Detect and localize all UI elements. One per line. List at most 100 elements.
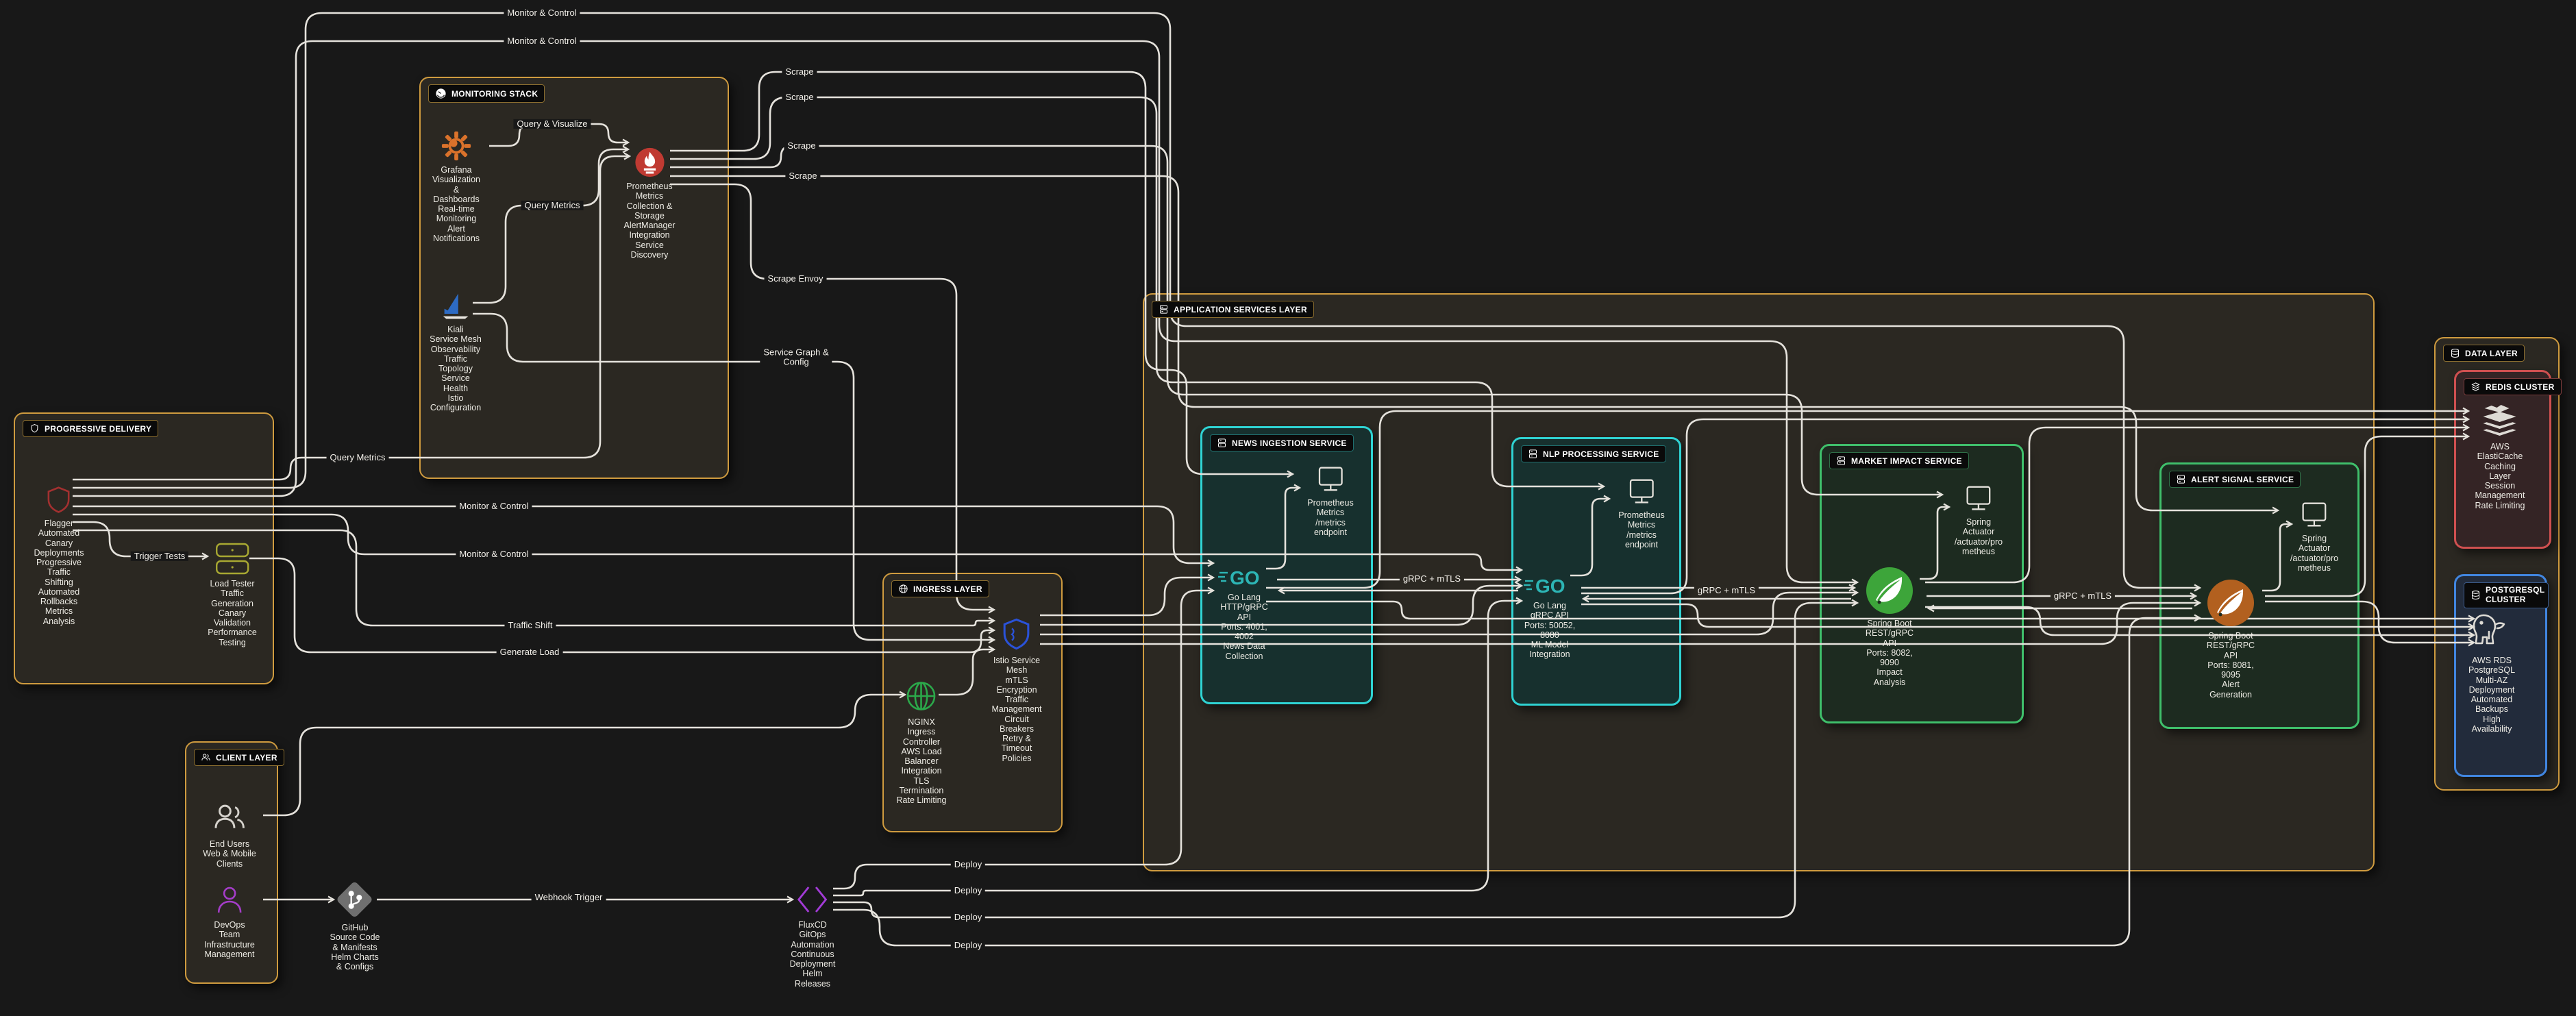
postgresql-cluster-chip: POSTGRESQL CLUSTER [2464,582,2549,608]
node-label: Prometheus Metrics Collection & Storage … [623,182,676,260]
news-ingestion-chip: NEWS INGESTION SERVICE [1210,434,1354,451]
node-end-users: End Users Web & Mobile Clients [203,799,256,869]
node-nlp-metrics: Prometheus Metrics /metrics endpoint [1618,475,1665,549]
redis-stack-icon [2484,405,2516,436]
globe-icon [899,584,908,593]
data-layer-chip: DATA LAYER [2443,345,2525,362]
node-market-metrics: Spring Actuator /actuator/pro metheus [1955,482,2003,556]
go-logo-icon: GO [1218,567,1260,588]
monitor-icon [2302,502,2327,527]
node-nlp-go: GO Go Lang gRPC API Ports: 50052, 8080 M… [1524,573,1576,660]
nlp-processing-chip: NLP PROCESSING SERVICE [1521,445,1666,462]
edge-connector [73,12,2202,592]
edge-connector [670,145,1944,499]
node-label: Go Lang HTTP/gRPC API Ports: 4001, 4002 … [1220,593,1268,661]
edge-label: gRPC + mTLS [1694,585,1759,596]
edge-label: Deploy [950,940,986,951]
edge-connector [1925,606,2476,639]
edge-connector [73,505,1215,567]
edge-connector [1266,600,2476,623]
gauge-icon [435,88,447,99]
node-github: GitHub Source Code & Manifests Helm Char… [330,880,380,971]
edge-label: gRPC + mTLS [1399,573,1465,584]
grafana-icon [441,131,471,161]
edge-label: Deploy [950,885,986,896]
node-devops: DevOps Team Infrastructure Management [204,884,255,959]
group-title: MONITORING STACK [451,88,538,99]
server-icon [1529,449,1537,458]
edge-connector [1040,573,1215,617]
group-news-ingestion-service: NEWS INGESTION SERVICE [1200,426,1373,704]
group-title: INGRESS LAYER [913,584,982,594]
alert-signal-chip: ALERT SIGNAL SERVICE [2169,471,2301,488]
edge-connector [939,645,996,696]
edge-connector [1266,484,1302,570]
server-icon [2177,475,2185,484]
group-postgresql-cluster: POSTGRESQL CLUSTER [2454,574,2549,777]
edge-label: Deploy [950,859,986,870]
istio-shield-icon [1004,618,1030,650]
edge-connector [1570,495,1611,577]
node-news-metrics: Prometheus Metrics /metrics endpoint [1307,463,1354,537]
group-redis-cluster: REDIS CLUSTER [2454,370,2562,549]
edge-label: Monitor & Control [456,549,532,560]
node-label: Prometheus Metrics /metrics endpoint [1618,510,1665,549]
load-tester-icon [215,543,249,575]
node-label: AWS ElastiCache Caching Layer Session Ma… [2475,442,2525,510]
edge-connector [1925,423,2470,584]
node-label: Load Tester Traffic Generation Canary Va… [208,579,257,647]
node-label: Grafana Visualization & Dashboards Real-… [432,165,480,243]
spring-boot-icon [2207,580,2254,626]
edge-connector [73,513,1524,574]
edge-label: gRPC + mTLS [2050,591,2116,602]
devops-person-icon [217,887,242,913]
edge-connector [473,312,996,644]
edge-connector [670,175,2280,515]
github-icon [338,882,372,917]
edge-connector [473,145,630,304]
edge-label: Query Metrics [521,200,584,211]
edge-label: Generate Load [496,647,563,658]
edge-label: Scrape Envoy [764,273,827,284]
edge-label: Query Metrics [326,452,389,463]
node-alert-spring: Spring Boot REST/gRPC API Ports: 8081, 9… [2206,578,2255,699]
edge-connector [670,183,996,614]
node-label: Kiali Service Mesh Observability Traffic… [430,325,482,412]
edge-label: Deploy [950,912,986,923]
edge-label: Webhook Trigger [531,892,606,903]
server-icon [1837,456,1845,465]
node-postgres: AWS RDS PostgreSQL Multi-AZ Deployment A… [2468,611,2515,734]
market-impact-chip: MARKET IMPACT SERVICE [1829,452,1969,469]
database-icon [2472,591,2479,600]
node-label: Flagger Automated Canary Deployments Pro… [34,519,84,626]
edge-label: Scrape [782,66,817,77]
group-title: CLIENT LAYER [216,752,277,763]
edge-connector [2262,520,2294,592]
go-logo-icon: GO [1524,575,1565,597]
server-icon [1160,305,1167,314]
spring-boot-icon [1866,567,1913,614]
node-flagger: Flagger Automated Canary Deployments Pro… [34,485,84,626]
end-users-icon [214,804,245,828]
node-label: Spring Actuator /actuator/pro metheus [2290,534,2339,573]
node-prometheus: Prometheus Metrics Collection & Storage … [623,147,676,260]
monitor-icon [1966,486,1991,510]
edge-label: Service Graph & Config [760,347,832,368]
edge-connector [833,614,2202,947]
layers-icon [2472,382,2479,391]
group-title: POSTGRESQL CLUSTER [2486,585,2545,604]
node-label: GitHub Source Code & Manifests Helm Char… [330,923,380,971]
group-title: NEWS INGESTION SERVICE [1232,438,1347,448]
edge-connector [1581,415,2470,595]
node-redis: AWS ElastiCache Caching Layer Session Ma… [2475,403,2525,510]
edge-connector [1040,582,1524,626]
edge-label: Scrape [782,92,817,103]
node-market-spring: Spring Boot REST/gRPC API Ports: 8082, 9… [1865,566,1914,687]
edge-connector [1266,407,2470,589]
svg-text:GO: GO [1535,575,1565,597]
node-label: Spring Actuator /actuator/pro metheus [1954,517,2003,556]
node-label: End Users Web & Mobile Clients [203,839,256,869]
node-label: Prometheus Metrics /metrics endpoint [1307,498,1354,537]
